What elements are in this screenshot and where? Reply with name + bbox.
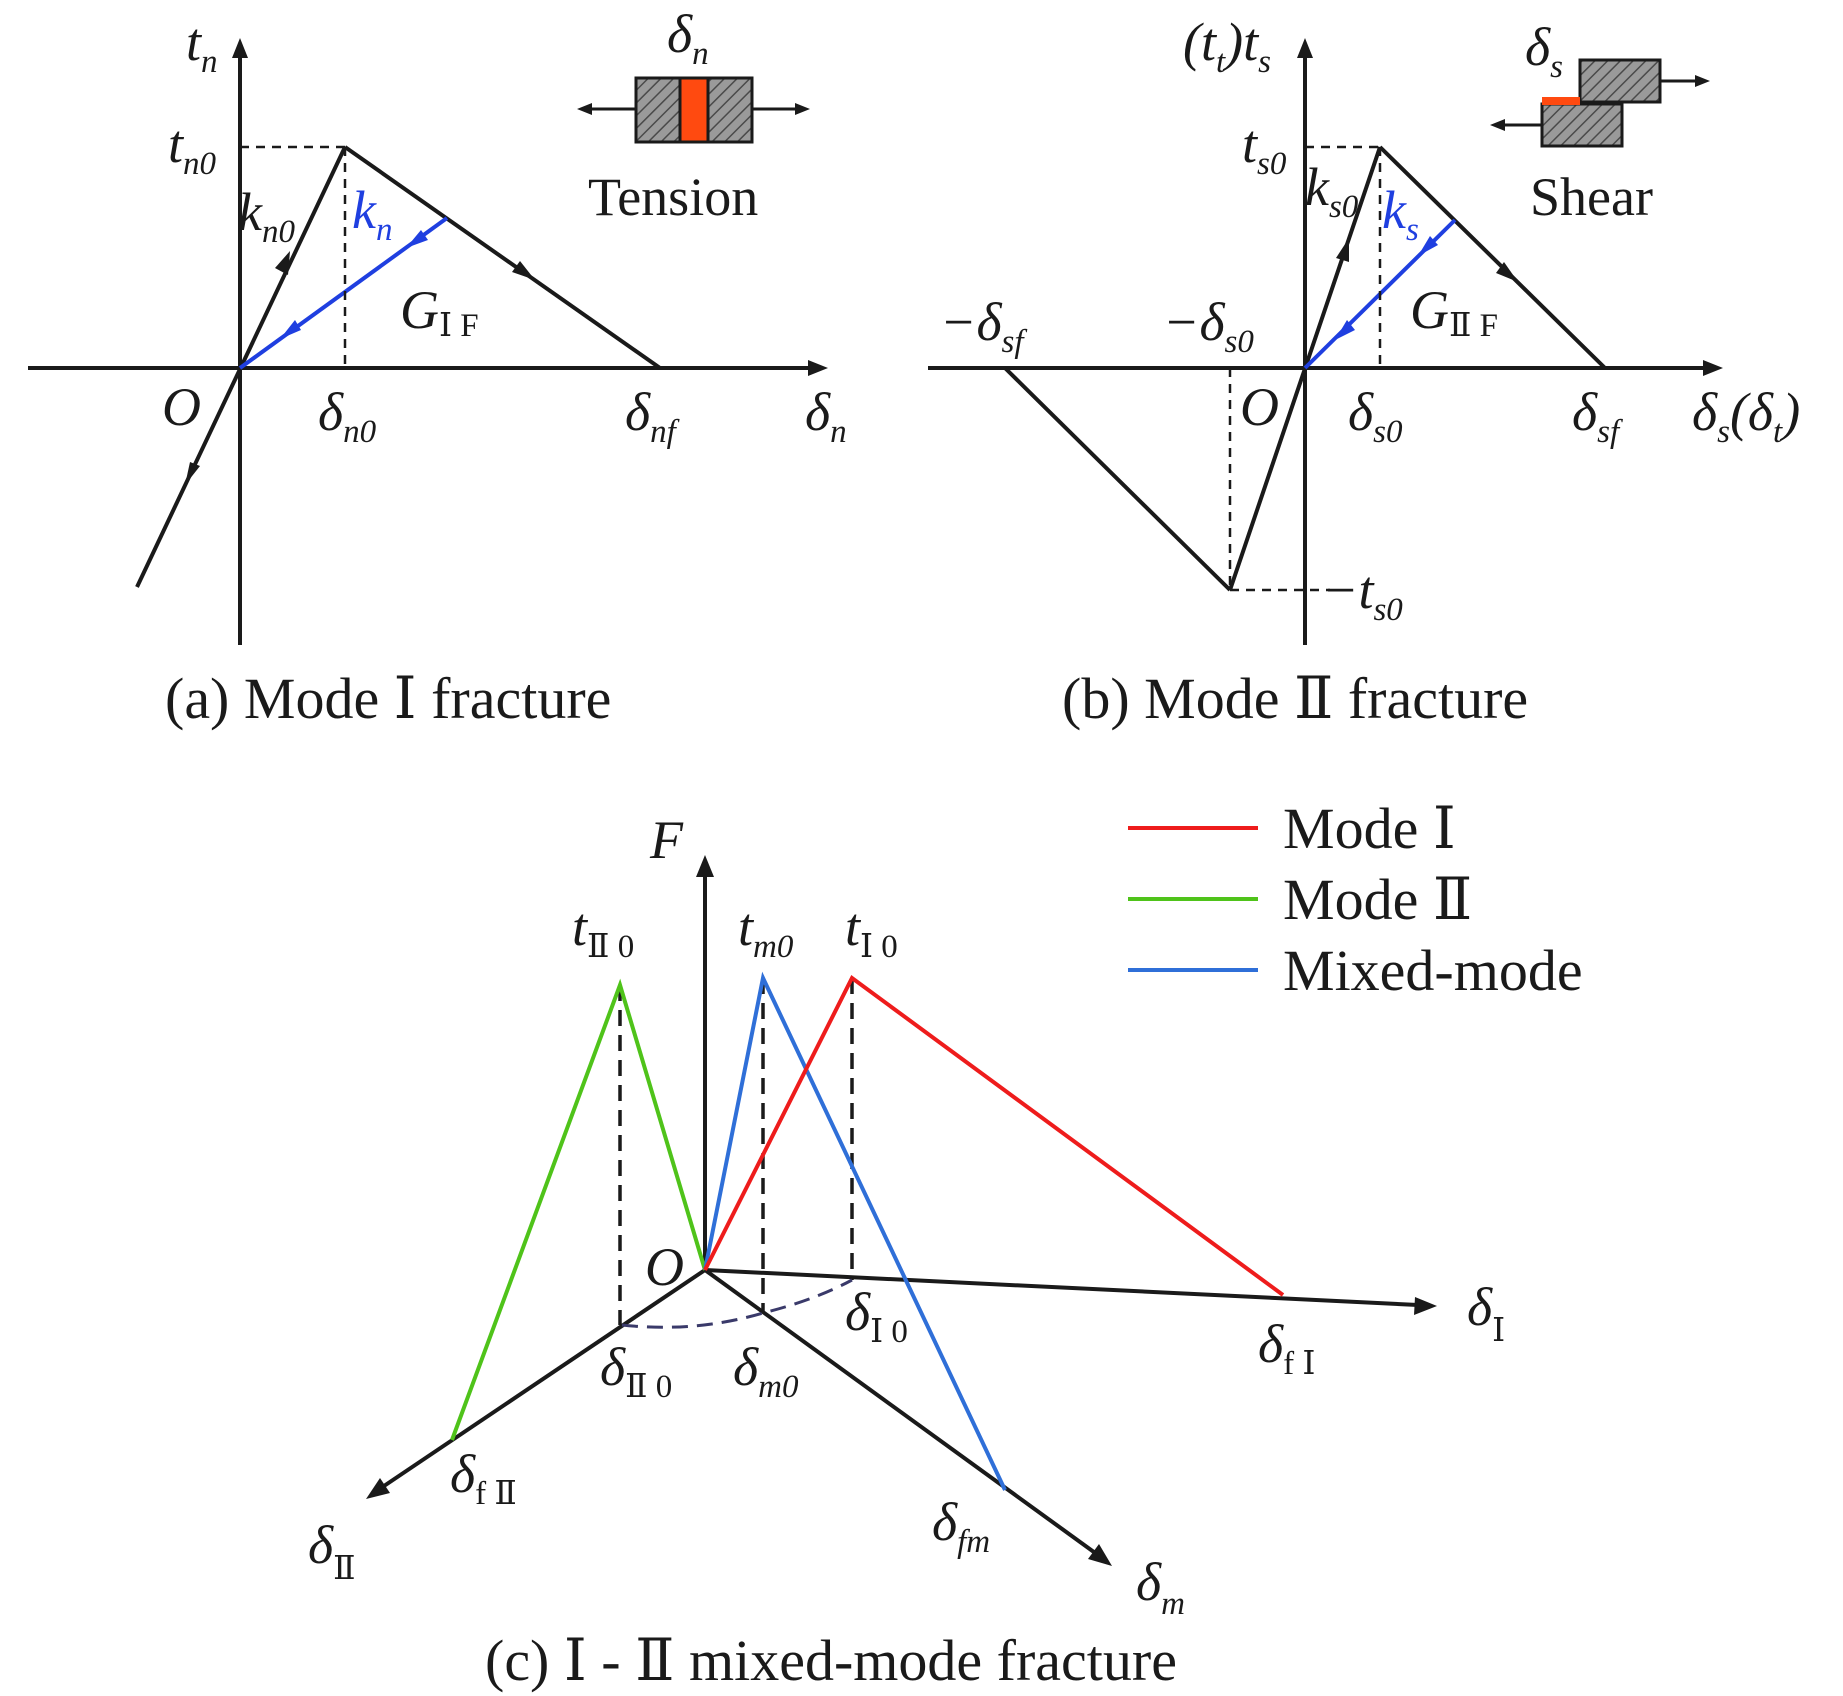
panel-c-F-axis-label: F [649,810,684,870]
tension-block-left [634,76,682,144]
legend-label-mode-one: Mode Ⅰ [1283,796,1456,861]
panel-b-negative-softening-line [1003,366,1232,592]
shear-specimen-icon [1490,58,1710,148]
panel-b-loading-line [1228,146,1382,591]
panel-c-mixed-axis-label: δm [1136,1552,1185,1622]
panel-a-softening-line [343,145,662,370]
panel-c-mode-one-failure-label: δf Ⅰ [1258,1314,1315,1382]
panel-b-blue-arrow-upper [1418,236,1438,256]
panel-a-peak-traction-label: tn0 [168,114,217,182]
panel-a-caption: (a) Mode Ⅰ fracture [165,666,611,731]
panel-b-softening-line [1378,145,1607,370]
panel-b-neg-failure-displacement-label: −δsf [940,292,1027,360]
panel-c-mode-two-axis [376,1268,707,1492]
panel-a-loading-arrow [275,251,290,275]
panel-b-x-axis-arrowhead [1703,360,1723,376]
panel-c-mode-one-axis-arrowhead [1414,1297,1437,1315]
shear-label: Shear [1530,167,1653,227]
panel-b-y-axis-label: (tt)ts [1183,12,1271,80]
panel-c-mode-two-axis-arrowhead [366,1478,390,1499]
panel-a-fracture-energy-label: GⅠ F [400,280,479,344]
panel-c-mixed-failure-label: δfm [932,1492,990,1560]
panel-c-mode-two-peak-label: tⅡ 0 [572,897,634,965]
tension-label: Tension [588,167,758,227]
panel-b-damaged-stiffness-label: ks [1382,180,1419,248]
legend-label-mode-two: Mode Ⅱ [1283,867,1472,932]
panel-a-softening-arrow [512,261,535,280]
panel-b-neg-peak-traction-label: −ts0 [1322,560,1403,628]
panel-b-loading-arrow [1336,238,1349,262]
panel-c-caption: (c) Ⅰ - Ⅱ mixed-mode fracture [485,1628,1177,1693]
panel-c-mode-one-onset-label: δⅠ 0 [845,1282,908,1350]
panel-c-mode-one-axis-label: δⅠ [1467,1277,1505,1349]
panel-a-initial-stiffness-label: kn0 [238,182,295,250]
panel-c-mixed-peak-label: tm0 [738,897,794,965]
panel-b-fracture-energy-label: GⅡ F [1410,280,1498,344]
panel-b-peak-traction-label: ts0 [1242,114,1287,182]
panel-c-mixed-curve [703,971,1007,1491]
panel-a-y-axis-arrowhead [232,38,248,58]
panel-a-x-axis-arrowhead [808,360,828,376]
panel-a-compression-arrow [185,462,200,485]
panel-c-legend: Mode Ⅰ Mode Ⅱ Mixed-mode [1128,796,1583,1003]
panel-a-insert-label: δn [667,4,709,72]
panel-a-damaged-stiffness-label: kn [352,180,392,248]
tension-left-arrowhead [577,103,592,115]
legend-label-mixed-mode: Mixed-mode [1283,938,1583,1003]
panel-c-mode-two-onset-label: δⅡ 0 [600,1337,672,1405]
panel-a-mode-one: tn δn Tension tn0 kn0 kn GⅠ F O δn0 δnf … [28,4,847,731]
panel-b-x-axis-label: δs(δt) [1692,382,1800,450]
panel-a-blue-arrow-upper [406,230,428,248]
panel-b-softening-arrow [1496,262,1518,282]
panel-b-y-axis-arrowhead [1297,38,1313,58]
tension-right-arrowhead [795,103,810,115]
panel-a-y-axis-label: tn [186,12,218,80]
panel-c-mode-two-failure-label: δf Ⅱ [450,1444,517,1512]
panel-c-mode-one-curve [703,974,1285,1297]
panel-b-mode-two: (tt)ts δs Shear ts0 ks0 ks GⅡ F −δsf −δs… [928,12,1800,731]
panel-c-mode-two-curve [450,978,707,1441]
shear-left-arrowhead [1490,119,1505,131]
panel-b-neg-onset-displacement-label: −δs0 [1163,292,1254,360]
panel-b-onset-displacement-label: δs0 [1348,382,1403,450]
panel-b-caption: (b) Mode Ⅱ fracture [1062,666,1528,731]
panel-c-mixed-onset-label: δm0 [733,1337,799,1405]
panel-a-origin-label: O [162,377,201,437]
panel-b-origin-label: O [1240,377,1279,437]
panel-a-onset-displacement-label: δn0 [318,382,377,450]
shear-slip-strip [1542,97,1580,105]
panel-c-origin-label: O [645,1237,684,1297]
tension-specimen-icon [577,76,810,144]
panel-c-mixed-mode: Mode Ⅰ Mode Ⅱ Mixed-mode F tⅡ 0 tm0 tⅠ 0… [308,796,1583,1693]
panel-c-mode-one-peak-label: tⅠ 0 [845,897,898,965]
tension-block-right [706,76,754,144]
panel-c-failure-locus-dash [621,1278,853,1329]
panel-b-initial-stiffness-label: ks0 [1305,157,1359,225]
shear-block-bottom [1540,102,1624,148]
panel-c-F-axis-arrowhead [696,855,714,877]
panel-c-mixed-axis-arrowhead [1088,1544,1112,1566]
panel-c-mode-one-axis [704,1268,1419,1307]
shear-block-top [1578,58,1662,104]
panel-b-insert-label: δs [1525,17,1563,85]
panel-b-failure-displacement-label: δsf [1572,382,1623,450]
tension-gap [678,76,710,144]
panel-c-mixed-axis [703,1268,1100,1557]
panel-a-blue-arrow-lower [280,320,301,339]
shear-right-arrowhead [1695,75,1710,87]
panel-c-mode-two-axis-label: δⅡ [308,1515,356,1587]
panel-b-blue-arrow-lower [1335,320,1355,340]
panel-a-failure-displacement-label: δnf [625,382,680,450]
panel-a-x-axis-label: δn [805,382,847,450]
